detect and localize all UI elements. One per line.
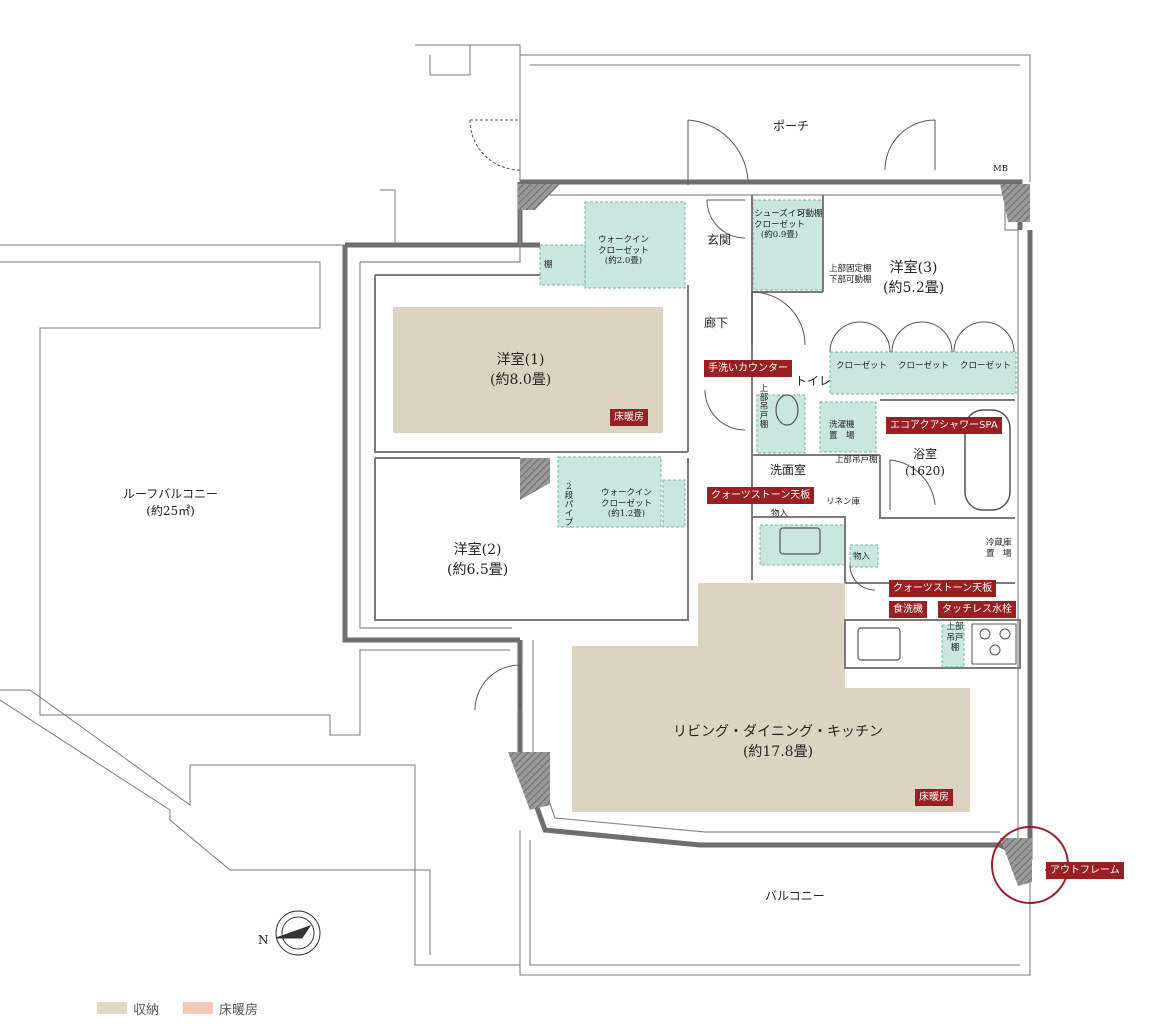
wic1-line3: (約2.0畳): [604, 256, 643, 267]
washer-line1: 洗濯機: [829, 420, 855, 430]
roof-balcony-name: ルーフバルコニー: [123, 487, 219, 501]
mb-label: MB: [993, 164, 1008, 174]
quartz-washroom-tag: クォーツストーン天板: [707, 487, 815, 504]
upper-fixed-shelf: 上部固定棚: [829, 264, 872, 274]
wic1-label: ウォークイン クローゼット (約2.0畳): [598, 235, 649, 267]
bath-size: (1620): [905, 464, 945, 479]
door-swings: [469, 119, 1015, 711]
upper-hanging-cabinet-label: 上部吊戸棚: [759, 384, 769, 430]
roof-balcony-size: (約25㎡): [146, 504, 195, 519]
western1-label: 洋室(1) (約8.0畳): [490, 350, 551, 391]
fridge-line1: 冷蔵庫: [986, 538, 1012, 548]
storage-fills: [539, 199, 1017, 668]
legend-swatch-floor-heating: [183, 1002, 213, 1014]
porch-label: ポーチ: [773, 119, 810, 133]
floor-heat-tag-ldk: 床暖房: [915, 789, 953, 806]
hand-wash-counter-tag: 手洗いカウンター: [704, 360, 792, 377]
closet-label-2: クローゼット: [898, 361, 950, 371]
kitchen-sink: [857, 627, 901, 661]
ldk-name: リビング・ダイニング・キッチン: [673, 724, 883, 740]
roof-balcony-outline: [0, 44, 1031, 976]
entrance-label: 玄関: [707, 233, 732, 247]
upper-hanging-cabinet-label-3: 上部 吊戸棚: [946, 622, 964, 654]
floor-heat-tag-western1: 床暖房: [610, 409, 648, 426]
legend-label-storage: 収納: [133, 1003, 160, 1018]
wash-basin: [779, 527, 821, 555]
linen-label: リネン庫: [826, 497, 861, 507]
western3-size: (約5.2畳): [883, 280, 945, 297]
fridge-space-label: 冷蔵庫 置 場: [986, 538, 1012, 559]
hall-label: 廊下: [704, 316, 729, 330]
floor-heat-area-ldk: [572, 583, 970, 812]
western2-name: 洋室(2): [453, 542, 502, 558]
closet-label-3: クローゼット: [960, 361, 1012, 371]
shoe-closet-label: シューズイン クローゼット (約0.9畳): [754, 209, 805, 241]
bath-name: 浴室: [912, 447, 937, 461]
legend-label-floor-heating: 床暖房: [219, 1003, 259, 1018]
shelf-note-label: 上部固定棚 下部可動棚: [829, 264, 872, 285]
western1-size: (約8.0畳): [490, 372, 552, 389]
lower-movable-shelf: 下部可動棚: [829, 274, 872, 285]
washroom-label: 洗面室: [770, 463, 807, 477]
wic2-line1: ウォークイン: [601, 488, 653, 498]
wic1-line2: クローゼット: [598, 245, 650, 256]
dishwasher-tag: 食洗機: [889, 601, 927, 618]
ldk-size: (約17.8畳): [742, 744, 814, 761]
fridge-line2: 置 場: [986, 548, 1012, 559]
balcony-label: バルコニー: [765, 889, 825, 903]
shelf-label: 棚: [544, 260, 553, 270]
toilet-fixture: [775, 394, 799, 426]
pipe-label: 2段パイプ: [564, 482, 574, 528]
ldk-label: リビング・ダイニング・キッチン (約17.8畳): [673, 722, 883, 763]
upper-hanging-cabinet-label-2: 上部吊戸棚: [835, 455, 878, 465]
bath-label: 浴室 (1620): [905, 446, 945, 481]
closet-label-1: クローゼット: [836, 361, 888, 371]
shoe-line2: クローゼット: [754, 219, 806, 230]
western2-label: 洋室(2) (約6.5畳): [447, 540, 508, 581]
shoe-line3: (約0.9畳): [760, 230, 799, 241]
stove: [971, 623, 1017, 665]
wic2-label: ウォークイン クローゼット (約1.2畳): [601, 488, 652, 520]
western2-size: (約6.5畳): [447, 562, 509, 579]
touchless-faucet-tag: タッチレス水栓: [938, 601, 1016, 618]
toilet-label: トイレ: [795, 374, 832, 388]
washer-line2: 置 場: [829, 430, 855, 441]
western3-name: 洋室(3): [889, 260, 938, 276]
storage-label-2: 物入: [853, 552, 871, 562]
outframe-tag: アウトフレーム: [1046, 862, 1124, 879]
wic1-line1: ウォークイン: [598, 235, 650, 245]
quartz-kitchen-tag: クォーツストーン天板: [889, 580, 997, 597]
storage-label-1: 物入: [771, 509, 789, 519]
washer-space-label: 洗濯機 置 場: [829, 420, 855, 441]
roof-balcony-label: ルーフバルコニー (約25㎡): [123, 486, 218, 521]
shoe-line1: シューズイン: [754, 209, 805, 219]
compass: [275, 910, 321, 956]
wic2-line2: クローゼット: [601, 498, 653, 509]
bathtub: [964, 409, 1011, 511]
columns: [508, 184, 1032, 886]
movable-shelf-label: 可動棚: [797, 209, 823, 219]
eco-aqua-shower-tag: エコアクアシャワーSPA: [886, 417, 1002, 434]
wic2-line3: (約1.2畳): [607, 509, 646, 520]
western1-name: 洋室(1): [496, 352, 545, 368]
compass-north-label: N: [258, 933, 269, 947]
legend-swatch-storage: [97, 1002, 127, 1014]
western3-label: 洋室(3) (約5.2畳): [883, 258, 944, 299]
